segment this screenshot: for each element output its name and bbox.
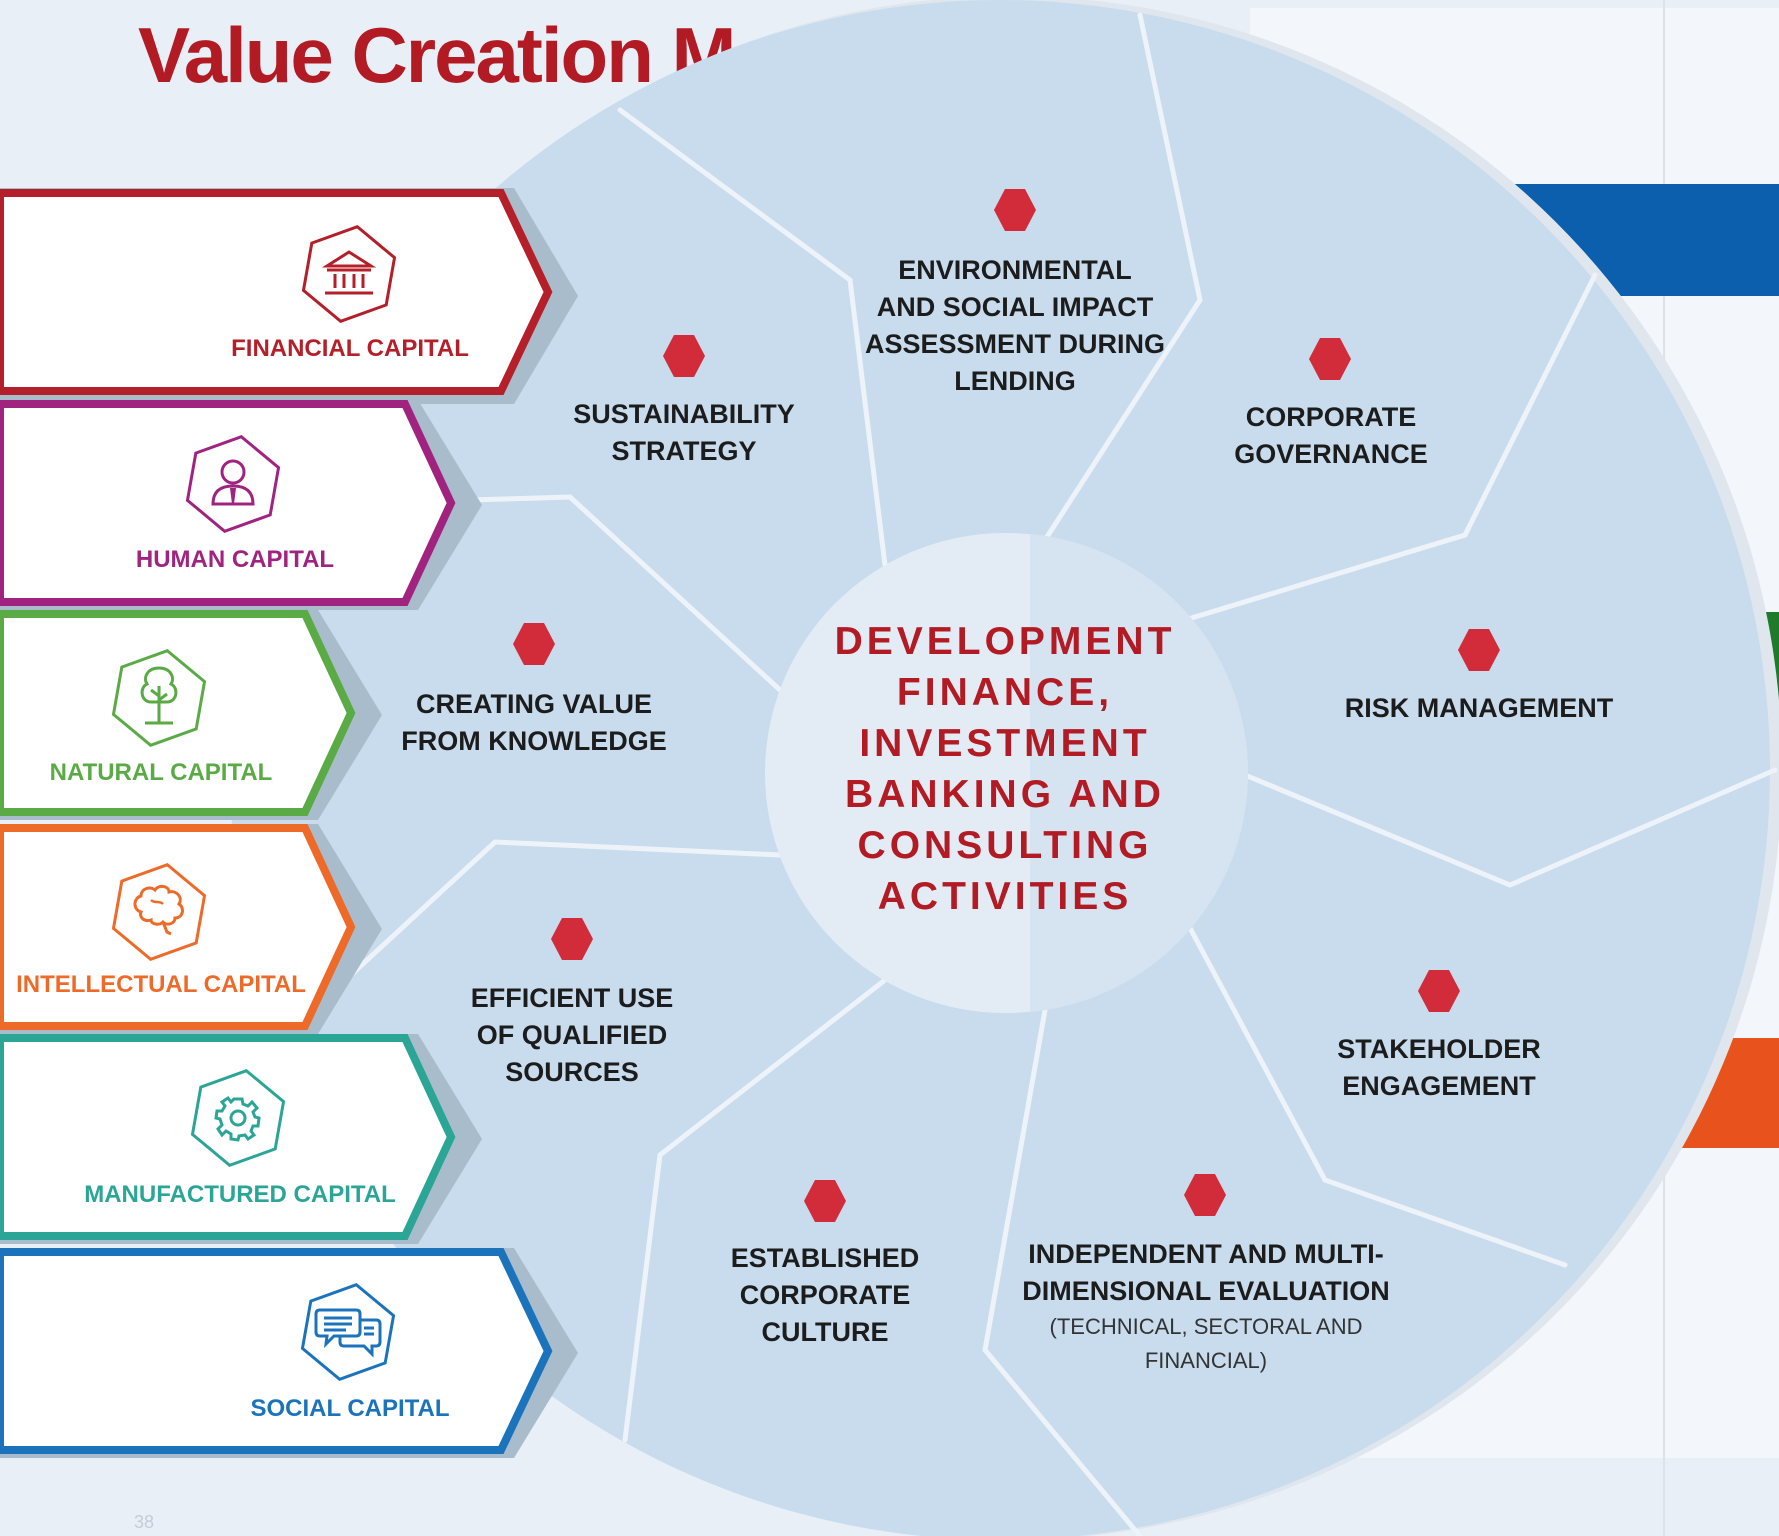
gear-icon <box>190 1069 286 1167</box>
right-band-blue <box>1498 184 1779 296</box>
divider-9 <box>467 494 783 693</box>
activity-marker-3 <box>1309 338 1351 380</box>
page-number: 38 <box>134 1512 155 1532</box>
center-disc-right-half <box>1030 534 1249 1012</box>
person-icon <box>185 435 281 533</box>
capital-label-financial: FINANCIAL CAPITAL <box>231 335 469 362</box>
activity-marker-9 <box>1184 1174 1226 1216</box>
activity-marker-8 <box>804 1180 846 1222</box>
capital-chevrons <box>0 188 578 1458</box>
activity-marker-4 <box>513 623 555 665</box>
chat-bubbles-icon <box>300 1283 396 1381</box>
divider-8 <box>337 839 783 988</box>
sector-dividers <box>337 12 1778 1536</box>
tree-icon <box>111 649 207 747</box>
center-heading: DEVELOPMENT FINANCE, INVESTMENT BANKING … <box>834 620 1176 918</box>
right-band-orange <box>1672 1038 1779 1148</box>
activity-marker-1 <box>994 189 1036 231</box>
activity-label-independent-evaluation: INDEPENDENT AND MULTI-DIMENSIONAL EVALUA… <box>1022 1239 1390 1373</box>
capital-label-natural: NATURAL CAPITAL <box>49 759 273 786</box>
chevron-social <box>0 1248 553 1454</box>
activity-label-risk-management: RISK MANAGEMENT <box>1344 693 1614 723</box>
divider-5 <box>1187 925 1568 1268</box>
chevron-manufactured <box>0 1034 456 1240</box>
capital-label-social: SOCIAL CAPITAL <box>250 1395 450 1422</box>
divider-1 <box>617 107 888 568</box>
divider-4 <box>1242 767 1778 888</box>
divider-6 <box>982 1007 1143 1536</box>
bank-icon <box>301 225 397 323</box>
divider-2 <box>1042 12 1203 543</box>
capital-label-intellectual: INTELLECTUAL CAPITAL <box>16 971 306 998</box>
activity-marker-5 <box>1458 629 1500 671</box>
chevron-natural <box>0 610 356 816</box>
capital-label-human: HUMAN CAPITAL <box>135 546 335 573</box>
divider-7 <box>622 977 888 1443</box>
chevron-financial <box>0 189 553 395</box>
brain-icon <box>111 863 207 961</box>
chevron-intellectual <box>0 824 356 1030</box>
divider-3 <box>1182 272 1598 623</box>
activity-marker-7 <box>1418 970 1460 1012</box>
activity-marker-2 <box>663 335 705 377</box>
activity-marker-6 <box>551 918 593 960</box>
capital-label-manufactured: MANUFACTURED CAPITAL <box>84 1181 396 1208</box>
